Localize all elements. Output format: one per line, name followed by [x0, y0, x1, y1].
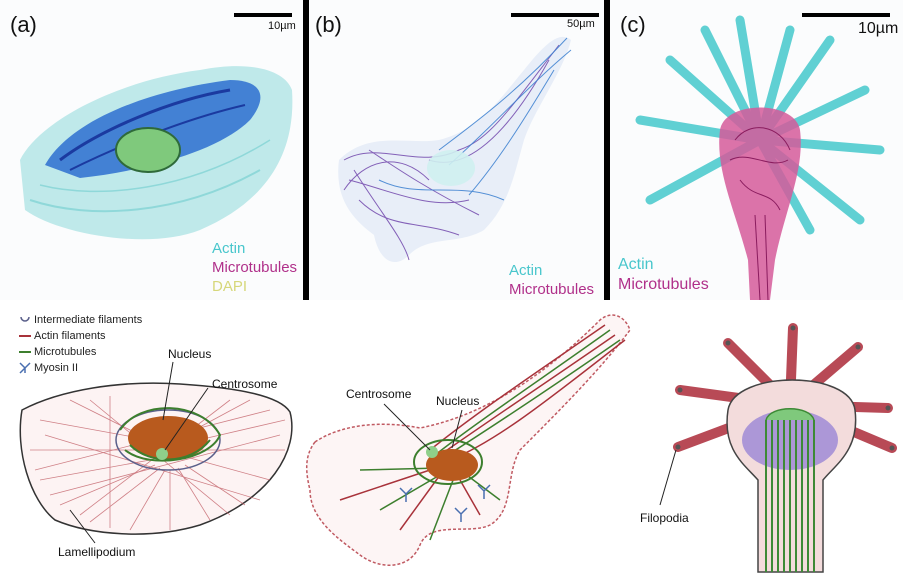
channel-actin-c: Actin: [618, 256, 654, 274]
channel-microtubules-b: Microtubules: [509, 281, 594, 299]
micrograph-panel-b: (b) 50µm Actin Microtubules: [309, 0, 604, 300]
scale-label-b: 50µm: [567, 18, 595, 30]
channel-dapi-a: DAPI: [212, 278, 247, 296]
micrograph-panel-a: (a) 10µm Actin Microtubules DAPI: [0, 0, 303, 300]
scale-bar-a: [234, 13, 292, 17]
callout-centrosome-b: Centrosome: [346, 387, 411, 401]
cell-micrograph-a: [0, 0, 303, 300]
scale-label-a: 10µm: [268, 20, 296, 32]
scale-label-c: 10µm: [858, 20, 898, 38]
callout-nucleus-a: Nucleus: [168, 347, 211, 361]
panel-label-a: (a): [10, 12, 37, 38]
channel-microtubules-a: Microtubules: [212, 259, 297, 277]
callout-filopodia: Filopodia: [640, 511, 689, 525]
schematic-drawing: [0, 300, 903, 577]
callout-centrosome-a: Centrosome: [212, 377, 277, 391]
channel-actin-b: Actin: [509, 262, 542, 280]
schematic-cell-b: [307, 315, 630, 565]
panel-label-c: (c): [620, 12, 646, 38]
channel-actin-a: Actin: [212, 240, 245, 258]
scale-bar-b: [511, 13, 599, 17]
channel-microtubules-c: Microtubules: [618, 276, 709, 294]
intermediate-filament-icon: [18, 313, 32, 327]
myosin-icon: [18, 361, 32, 375]
schematic-diagrams: Intermediate filaments Actin filaments M…: [0, 300, 903, 577]
schematic-cell-c: [660, 326, 895, 573]
callout-lamellipodium: Lamellipodium: [58, 545, 135, 559]
actin-filament-icon: [18, 329, 32, 343]
micrograph-panel-c: (c) 10µm Actin Microtubules: [610, 0, 903, 300]
panel-label-b: (b): [315, 12, 342, 38]
microtubule-icon: [18, 345, 32, 359]
scale-bar-c: [802, 13, 890, 17]
cell-micrograph-c: [610, 0, 903, 300]
callout-nucleus-b: Nucleus: [436, 394, 479, 408]
cell-micrograph-b: [309, 0, 604, 300]
